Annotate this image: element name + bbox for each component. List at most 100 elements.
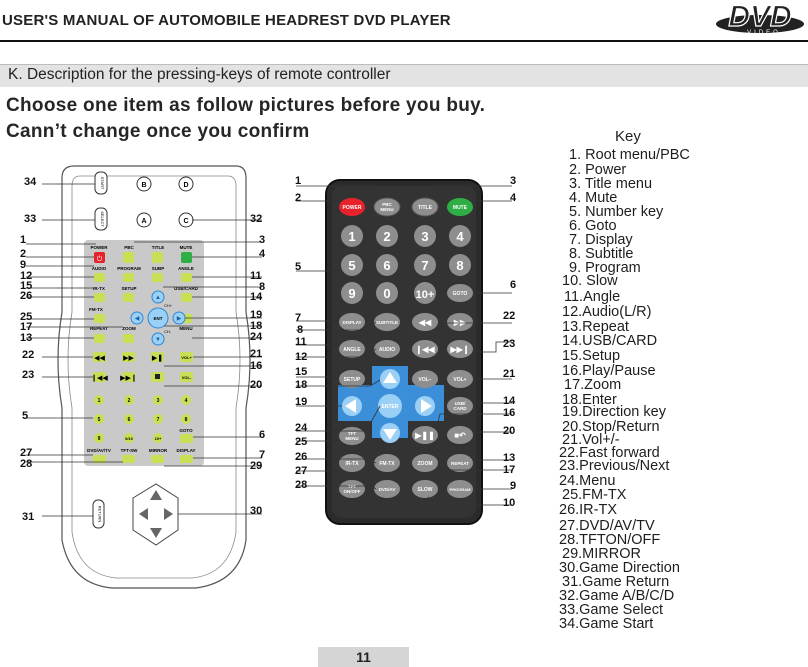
r2-slow-button[interactable] — [412, 480, 438, 498]
r1-digit-2[interactable] — [124, 395, 134, 405]
r1-angle-button[interactable] — [181, 273, 192, 282]
r2-play-pause-button[interactable] — [412, 426, 438, 444]
r2-number-5[interactable] — [341, 254, 363, 276]
game-select-button[interactable] — [94, 207, 108, 231]
r2-zoom-button[interactable] — [412, 454, 438, 472]
r1-power-button[interactable] — [94, 252, 105, 263]
r1-usbcard-label: USB/CARD — [174, 286, 199, 291]
r2-angle-button[interactable] — [339, 340, 365, 358]
r1-usbcard-button[interactable] — [181, 293, 192, 302]
stop-icon — [155, 374, 160, 379]
r2-number-3[interactable] — [414, 225, 436, 247]
r1-volminus-button[interactable] — [180, 372, 193, 382]
r2-number-0[interactable] — [376, 282, 398, 304]
r2-volminus-button[interactable] — [412, 370, 438, 388]
r2-fast-rewind-button[interactable] — [412, 313, 438, 331]
r2-display-button[interactable] — [339, 313, 365, 331]
r1-digit-1[interactable] — [94, 395, 104, 405]
r1-subp-button[interactable] — [152, 273, 163, 282]
r1-audio-button[interactable] — [94, 273, 105, 282]
r2-number-8-label: 8 — [456, 258, 463, 273]
game-direction-pad[interactable] — [132, 483, 179, 546]
r1-digit-5[interactable] — [94, 414, 104, 424]
r2-number-10plus[interactable] — [414, 282, 436, 304]
game-return-button[interactable] — [92, 499, 105, 529]
r1-previous-button[interactable] — [93, 372, 106, 382]
r1-digit-9[interactable] — [94, 433, 104, 443]
r2-pbc-menu-button[interactable] — [373, 197, 401, 217]
r2-power-button[interactable] — [339, 198, 365, 216]
r2-tft-onoff-button[interactable] — [339, 480, 365, 498]
r2-subtitle-button[interactable] — [374, 313, 400, 331]
game-b-button[interactable] — [136, 176, 152, 192]
r1-pbc-button[interactable] — [123, 252, 134, 263]
stop-return-icon: ■↶ — [454, 431, 466, 440]
r1-zoom-button[interactable] — [123, 334, 134, 343]
r2-number-7[interactable] — [414, 254, 436, 276]
r2-tft-menu-button[interactable] — [339, 427, 365, 445]
r2-usbcard-button[interactable] — [447, 397, 473, 415]
r2-fast-forward-button[interactable] — [447, 313, 473, 331]
r1-digit-8[interactable] — [181, 414, 191, 424]
r1-goto-button[interactable] — [180, 434, 193, 443]
r2-number-8[interactable] — [449, 254, 471, 276]
r2-dvdav-button[interactable] — [374, 480, 400, 498]
r1-digit-010[interactable] — [124, 433, 134, 443]
r2-audio-button[interactable] — [374, 340, 400, 358]
r1-dvdavtv-button[interactable] — [93, 455, 106, 463]
r1-digit-6[interactable] — [124, 414, 134, 424]
r2-number-2[interactable] — [376, 225, 398, 247]
r1-up-button[interactable] — [151, 290, 165, 304]
r2-mute-button[interactable] — [447, 198, 473, 216]
r1-fmtx-button[interactable] — [94, 314, 105, 323]
r2-enter-button[interactable] — [378, 394, 402, 418]
game-a-button[interactable] — [136, 212, 152, 228]
r1-fast-rewind-button[interactable] — [93, 352, 106, 362]
r2-number-4-label: 4 — [456, 229, 464, 244]
r2-next-button[interactable] — [447, 340, 473, 358]
game-start-button[interactable] — [94, 171, 108, 195]
arrow-down-icon: ▼ — [155, 337, 161, 343]
r1-title-button[interactable] — [152, 252, 163, 263]
r2-repeat-button[interactable] — [447, 454, 473, 472]
r1-next-button[interactable] — [122, 372, 135, 382]
r1-left-button[interactable] — [130, 311, 144, 325]
r2-setup-button[interactable] — [339, 370, 365, 388]
arrow-left-icon: ◀ — [135, 316, 140, 322]
callout-number: 17 — [503, 464, 516, 476]
r1-digit-3[interactable] — [153, 395, 163, 405]
r2-title-button[interactable] — [411, 197, 439, 217]
r2-irtx-button[interactable] — [339, 454, 365, 472]
r2-volplus-button[interactable] — [447, 370, 473, 388]
r1-down-button[interactable] — [151, 332, 165, 346]
r1-mute-button[interactable] — [181, 252, 192, 263]
r1-mirror-button[interactable] — [151, 455, 164, 463]
r2-fmtx-button[interactable] — [374, 454, 400, 472]
r1-display-button[interactable] — [180, 455, 193, 463]
r2-number-4[interactable] — [449, 225, 471, 247]
r2-goto-button[interactable] — [447, 284, 473, 302]
r1-setup-button[interactable] — [123, 293, 134, 302]
r1-volplus-button[interactable] — [180, 352, 193, 362]
r2-program-button[interactable] — [447, 480, 473, 498]
callout-number: 33 — [24, 213, 37, 225]
r1-digit-7[interactable] — [153, 414, 163, 424]
key-item: 28.TFTON/OFF — [559, 532, 661, 548]
callout-number: 4 — [510, 192, 517, 204]
r1-irtx-button[interactable] — [94, 293, 105, 302]
r1-play-pause-button[interactable] — [151, 352, 164, 362]
r2-stop-return-button[interactable] — [447, 426, 473, 444]
game-d-button[interactable] — [178, 176, 194, 192]
r1-repeat-button[interactable] — [94, 334, 105, 343]
r2-number-9[interactable] — [341, 282, 363, 304]
r1-fast-forward-button[interactable] — [122, 352, 135, 362]
r2-number-1[interactable] — [341, 225, 363, 247]
r1-digit-4[interactable] — [181, 395, 191, 405]
r1-digit-10plus[interactable] — [153, 433, 163, 443]
r2-number-6[interactable] — [376, 254, 398, 276]
r1-tftsw-button[interactable] — [122, 455, 135, 463]
r1-enter-button[interactable] — [147, 307, 169, 329]
r2-previous-button[interactable] — [412, 340, 438, 358]
key-item: 10. Slow — [562, 273, 618, 289]
r1-program-button[interactable] — [123, 273, 134, 282]
